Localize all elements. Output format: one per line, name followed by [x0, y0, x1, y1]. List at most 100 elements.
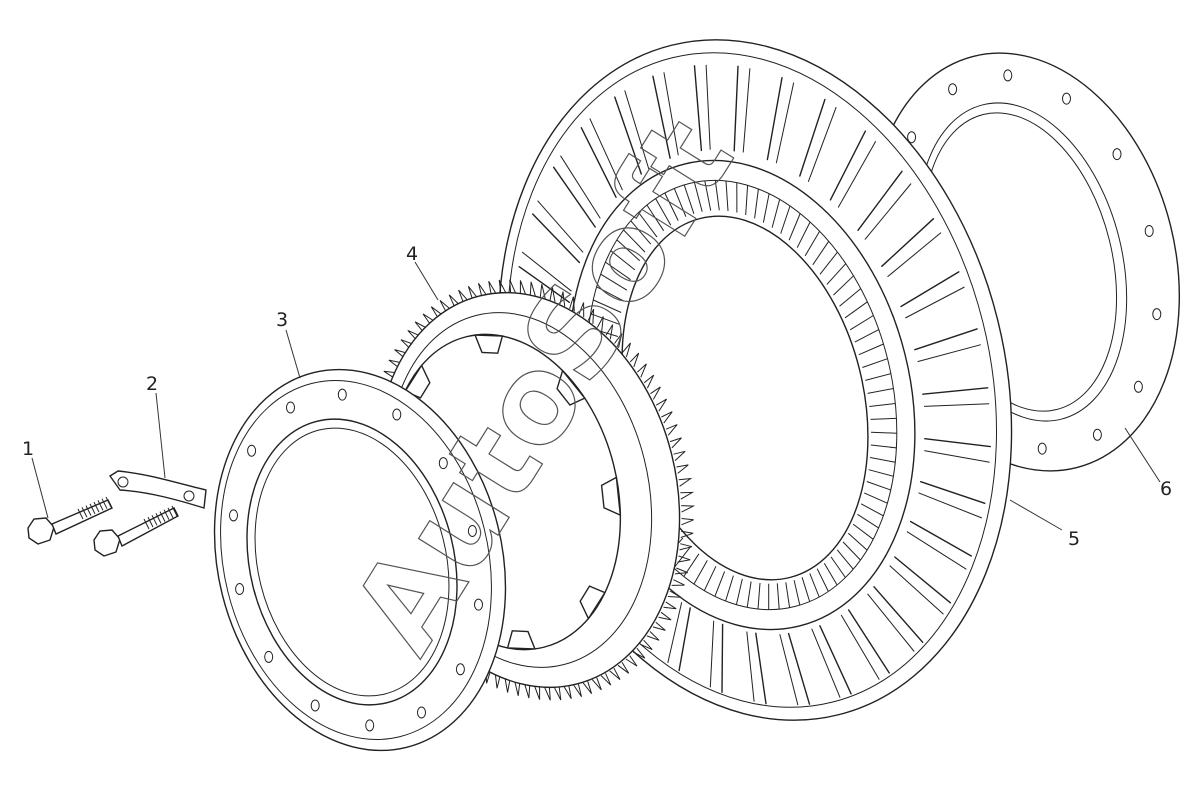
tooth	[788, 213, 801, 241]
bolt-hole	[474, 598, 483, 611]
tooth	[674, 567, 688, 575]
bolt-hole	[1092, 428, 1102, 441]
tooth	[600, 273, 628, 291]
tooth	[563, 685, 572, 700]
fin-edge	[807, 106, 837, 182]
tooth	[600, 673, 612, 686]
tooth	[658, 611, 672, 621]
fin-edge	[924, 450, 990, 463]
tooth	[725, 575, 734, 602]
tooth	[693, 560, 708, 585]
tooth	[539, 284, 546, 299]
tooth	[793, 580, 801, 606]
tooth	[498, 279, 507, 293]
tooth	[553, 687, 562, 701]
tooth	[637, 363, 647, 378]
fin	[787, 632, 811, 705]
tooth	[812, 241, 830, 266]
callout-4: 4	[406, 243, 418, 265]
tooth	[676, 464, 689, 474]
tooth	[673, 450, 686, 461]
fin	[894, 556, 952, 604]
tooth	[664, 192, 679, 221]
fin-edge	[811, 628, 841, 698]
tooth	[665, 424, 678, 436]
bolt-hole	[1133, 380, 1143, 393]
bolt-hole	[310, 699, 320, 712]
bolt-hole	[1152, 308, 1162, 321]
tooth	[809, 573, 820, 598]
tooth	[529, 281, 536, 296]
thread-line	[143, 518, 150, 530]
tooth	[407, 329, 420, 341]
bolt-hole	[1062, 92, 1071, 105]
callout-6: 6	[1160, 478, 1172, 500]
thread-line	[81, 507, 88, 518]
tooth	[596, 286, 625, 302]
tooth	[870, 457, 896, 463]
tooth	[643, 374, 655, 389]
tooth	[869, 403, 896, 407]
fin-edge	[864, 183, 912, 240]
tooth	[655, 198, 672, 226]
tooth	[870, 417, 897, 420]
fin-edge	[917, 344, 981, 363]
fin	[829, 130, 867, 201]
tooth	[544, 686, 551, 701]
thread-line	[101, 498, 108, 509]
tooth	[448, 294, 460, 307]
tooth	[757, 582, 761, 610]
tooth	[661, 411, 673, 424]
tooth	[652, 621, 666, 631]
tooth	[830, 556, 846, 578]
tooth	[785, 582, 791, 608]
fin-edge	[779, 634, 799, 706]
tooth	[593, 299, 622, 313]
fin-edge	[889, 565, 944, 615]
tooth	[704, 180, 712, 211]
lug	[579, 585, 606, 621]
fin-edge	[840, 614, 880, 680]
fin	[552, 166, 596, 228]
tooth	[494, 673, 501, 689]
fin	[924, 438, 991, 448]
tooth	[669, 437, 682, 449]
tooth	[866, 481, 891, 491]
tooth	[754, 188, 759, 219]
fin	[733, 65, 739, 152]
bolt-hole	[1003, 69, 1013, 82]
part-3-bolt-holes	[229, 388, 483, 732]
tooth	[640, 639, 653, 651]
tooth	[616, 239, 641, 262]
tooth	[467, 285, 478, 299]
tooth	[622, 342, 631, 358]
tooth	[587, 308, 595, 324]
tooth	[439, 300, 451, 313]
tooth	[844, 301, 868, 319]
tooth	[816, 568, 829, 592]
tooth	[591, 677, 602, 691]
callout-3: 3	[276, 309, 288, 331]
tooth	[671, 579, 685, 586]
tooth	[394, 349, 408, 359]
fin	[799, 98, 826, 177]
tooth	[771, 199, 781, 228]
tooth	[693, 182, 703, 212]
tooth	[849, 315, 874, 331]
tooth	[762, 193, 770, 223]
tooth	[746, 581, 752, 608]
fin-edge	[521, 251, 572, 292]
fin	[518, 266, 570, 303]
bolt-hole	[1112, 148, 1122, 161]
fin-edge	[705, 64, 711, 150]
tooth	[524, 684, 531, 699]
fin	[532, 213, 581, 264]
bolt-thread	[77, 496, 112, 520]
fin-edge	[887, 232, 942, 278]
fin	[580, 126, 617, 198]
thread-line	[89, 503, 96, 515]
tooth	[596, 316, 604, 332]
tooth	[680, 491, 695, 500]
bolt-hole	[229, 509, 238, 522]
tooth	[534, 685, 541, 700]
